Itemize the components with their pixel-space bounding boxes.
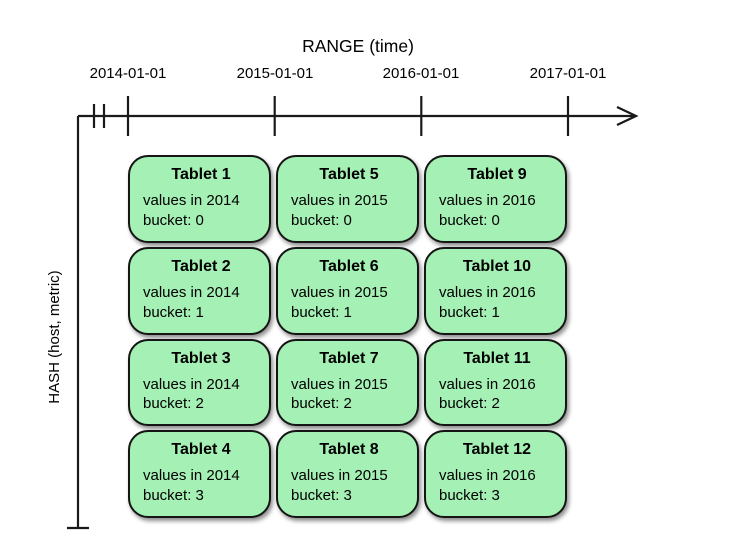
- tablet-values: values in 2016: [439, 192, 536, 209]
- tablet-bucket: bucket: 3: [439, 487, 500, 505]
- tablet-card-10: Tablet 10 values in 2016 bucket: 1: [424, 246, 567, 335]
- tablet-values: values in 2016: [439, 375, 536, 393]
- tablet-title: Tablet 5: [319, 166, 379, 183]
- tablet-grid: Tablet 1 values in 2014 bucket: 0 Tablet…: [128, 155, 567, 518]
- tablet-card-5: Tablet 5 values in 2015 bucket: 0: [276, 155, 419, 243]
- x-tick-label-2016: 2016-01-01: [382, 65, 460, 82]
- tablet-card-8: Tablet 8 values in 2015 bucket: 3: [276, 430, 419, 518]
- tablet-bucket: bucket: 0: [291, 211, 352, 229]
- tablet-values: values in 2015: [291, 375, 388, 393]
- tablet-card-2: Tablet 2 values in 2014 bucket: 1: [128, 246, 271, 335]
- tablet-title: Tablet 7: [319, 349, 379, 367]
- tablet-values: values in 2015: [291, 467, 388, 485]
- tablet-title: Tablet 1: [171, 166, 231, 183]
- tablet-values: values in 2014: [143, 467, 240, 485]
- tablet-card-6: Tablet 6 values in 2015 bucket: 1: [276, 246, 419, 335]
- tablet-card-3: Tablet 3 values in 2014 bucket: 2: [128, 338, 271, 427]
- tablet-values: values in 2014: [143, 375, 240, 393]
- tablet-bucket: bucket: 3: [143, 487, 204, 505]
- tablet-bucket: bucket: 3: [291, 487, 352, 505]
- x-tick-label-2017: 2017-01-01: [529, 65, 607, 82]
- x-tick-label-2014: 2014-01-01: [89, 65, 167, 82]
- tablet-bucket: bucket: 1: [439, 303, 500, 321]
- tablet-title: Tablet 11: [463, 349, 531, 367]
- tablet-card-7: Tablet 7 values in 2015 bucket: 2: [276, 338, 419, 427]
- tablet-values: values in 2014: [143, 283, 240, 301]
- tablet-title: Tablet 12: [462, 441, 532, 459]
- tablet-bucket: bucket: 2: [439, 395, 500, 413]
- tablet-bucket: bucket: 1: [143, 303, 204, 321]
- tablet-bucket: bucket: 0: [439, 211, 500, 229]
- tablet-values: values in 2015: [291, 192, 388, 209]
- x-axis-title: RANGE (time): [302, 36, 414, 56]
- tablet-bucket: bucket: 1: [291, 303, 352, 321]
- y-axis-title: HASH (host, metric): [46, 270, 63, 404]
- tablet-card-9: Tablet 9 values in 2016 bucket: 0: [424, 155, 567, 243]
- tablet-card-4: Tablet 4 values in 2014 bucket: 3: [128, 430, 271, 518]
- tablet-bucket: bucket: 0: [143, 211, 204, 229]
- tablet-values: values in 2015: [291, 283, 388, 301]
- tablet-title: Tablet 2: [171, 257, 231, 275]
- tablet-card-11: Tablet 11 values in 2016 bucket: 2: [424, 338, 567, 427]
- tablet-values: values in 2016: [439, 283, 536, 301]
- tablet-title: Tablet 4: [171, 441, 231, 459]
- tablet-title: Tablet 10: [462, 257, 532, 275]
- tablet-title: Tablet 3: [171, 349, 231, 367]
- tablet-bucket: bucket: 2: [143, 395, 204, 413]
- tablet-card-12: Tablet 12 values in 2016 bucket: 3: [424, 430, 567, 518]
- tablet-title: Tablet 8: [319, 441, 379, 459]
- x-axis-arrow-icon: [616, 106, 639, 126]
- tablet-values: values in 2016: [439, 467, 536, 485]
- tablet-bucket: bucket: 2: [291, 395, 352, 413]
- tablet-values: values in 2014: [143, 192, 240, 209]
- tablet-card-1: Tablet 1 values in 2014 bucket: 0: [128, 155, 271, 243]
- tablet-title: Tablet 9: [467, 166, 527, 183]
- x-tick-label-2015: 2015-01-01: [236, 65, 314, 82]
- tablet-title: Tablet 6: [319, 257, 379, 275]
